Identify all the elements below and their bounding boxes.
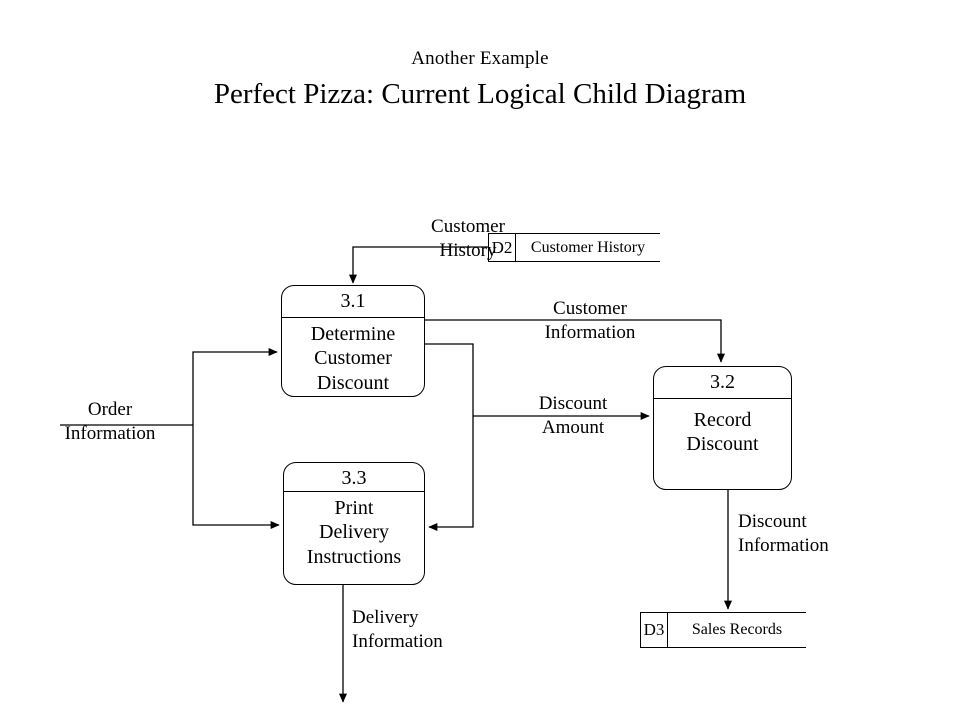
process-divider-3-3	[284, 491, 424, 492]
flow-label-discount-information-line1: Discount	[738, 511, 807, 532]
flow-label-customer-information-line2: Information	[544, 322, 636, 344]
flow-label-customer-information-line1: Customer	[553, 298, 627, 319]
flow-label-discount-amount-line1: Discount	[538, 393, 608, 414]
page-title: Perfect Pizza: Current Logical Child Dia…	[213, 78, 747, 110]
flow-label-order-information-line2: Information	[64, 423, 156, 445]
process-divider-3-1	[282, 317, 424, 318]
process-name-3-3-line1: Print	[334, 497, 374, 519]
process-name-3-2-line1: Record	[693, 409, 752, 431]
data-store-d3-top-line	[640, 612, 806, 613]
data-store-d2-top-line	[488, 233, 660, 234]
process-number-3-3: 3.3	[341, 467, 367, 489]
process-box-3-1[interactable]: 3.1 Determine Customer Discount	[281, 285, 425, 397]
flow-customer-information	[425, 319, 726, 363]
flow-label-customer-history: Customer History	[358, 215, 578, 264]
process-name-3-2-line2: Discount	[686, 433, 759, 456]
process-box-3-2[interactable]: 3.2 Record Discount	[653, 366, 792, 490]
process-divider-3-2	[654, 398, 791, 399]
data-store-d2-bottom-line	[488, 261, 660, 262]
process-name-3-1-line3: Discount	[316, 371, 390, 394]
data-store-d2[interactable]: D2 Customer History	[488, 233, 660, 262]
process-name-3-1-line1: Determine	[310, 323, 396, 345]
flow-label-order-information: Order Information	[20, 398, 200, 447]
flow-label-customer-information: Customer Information	[480, 297, 700, 346]
data-store-d2-name: Customer History	[530, 238, 646, 256]
data-store-d3-bottom-line	[640, 647, 806, 648]
data-store-d2-id: D2	[488, 233, 516, 262]
flow-label-customer-history-line2: History	[439, 240, 497, 262]
process-name-3-3-line3: Instructions	[306, 545, 402, 568]
flow-customer-history	[348, 246, 488, 284]
flow-label-discount-amount-line2: Amount	[541, 417, 605, 439]
flow-label-discount-amount: Discount Amount	[483, 392, 663, 441]
flow-order-information-to-31	[192, 347, 278, 425]
data-store-d3-id: D3	[640, 612, 668, 648]
flow-label-discount-information-line2: Information	[738, 535, 829, 557]
data-store-d3[interactable]: D3 Sales Records	[640, 612, 806, 648]
flow-discount-amount-trunk	[425, 343, 474, 416]
process-number-3-1: 3.1	[340, 290, 366, 312]
diagram-subtitle: Another Example	[411, 48, 549, 69]
flow-discount-amount-to-33	[428, 416, 474, 532]
process-name-3-3-line2: Delivery	[319, 521, 389, 544]
flow-label-delivery-information-line1: Delivery	[352, 607, 419, 628]
flow-label-order-information-line1: Order	[87, 399, 133, 420]
flow-label-delivery-information-line2: Information	[352, 631, 443, 653]
data-store-d3-name: Sales Records	[691, 621, 783, 638]
process-box-3-3[interactable]: 3.3 Print Delivery Instructions	[283, 462, 425, 585]
flow-label-delivery-information: Delivery Information	[352, 606, 572, 655]
flow-label-discount-information: Discount Information	[738, 510, 958, 559]
flow-label-customer-history-line1: Customer	[431, 216, 505, 237]
flow-order-information-to-33	[192, 425, 280, 530]
process-name-3-1-line2: Customer	[314, 347, 392, 370]
process-number-3-2: 3.2	[710, 371, 735, 393]
